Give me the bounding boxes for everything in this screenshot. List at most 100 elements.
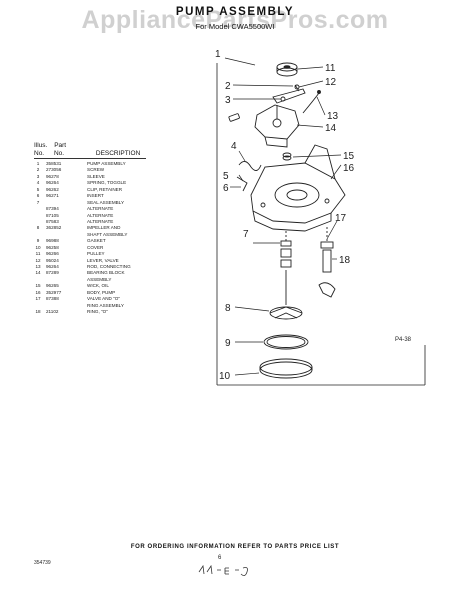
description-cell: BODY, PUMP (87, 289, 116, 295)
description-cell: PUMP ASSEMBLY (87, 161, 126, 166)
pulley-part (276, 62, 298, 77)
table-row: 18 21102 RING, "O" (34, 309, 184, 315)
description-cell: WICK, OIL (87, 283, 109, 289)
header-part: Part (54, 142, 67, 149)
part-no-cell: 273056 (46, 167, 62, 173)
part-no-cell: 87105 (46, 212, 59, 218)
lever-part (272, 88, 306, 104)
description-cell: GASKET (87, 238, 106, 244)
table-row: 87394 ALTERNATE (34, 206, 184, 212)
callout-13: 13 (327, 111, 339, 122)
callout-7: 7 (243, 229, 249, 240)
part-no-cell: 96258 (46, 244, 59, 250)
pump-exploded-diagram: 1 2 3 4 5 7 8 9 10 11 12 13 14 15 16 17 … (215, 49, 426, 386)
illus-no-cell: 17 (35, 296, 41, 302)
table-row: RING ASSEMBLY (34, 303, 184, 309)
corner-code: 354739 (34, 560, 51, 566)
illus-no-cell: 16 (35, 289, 41, 295)
callout-11: 11 (325, 63, 336, 74)
header-description: DESCRIPTION (95, 150, 141, 157)
header-no-1: No. (34, 150, 45, 157)
description-cell: ALTERNATE (87, 218, 114, 224)
callout-1: 1 (215, 49, 221, 60)
part-no-cell: 96278 (46, 173, 59, 179)
ordering-footer: FOR ORDERING INFORMATION REFER TO PARTS … (130, 544, 340, 550)
clip-retainer-part (236, 176, 248, 192)
description-cell: LEVER, VALVE (87, 257, 119, 263)
table-row: 10 96258 COVER (34, 245, 184, 251)
oil-wick-part (282, 152, 292, 161)
pump-body-part (250, 144, 346, 232)
cover-part (259, 358, 313, 379)
part-no-cell: 96264 (46, 264, 59, 269)
description-cell: BEARING BLOCK (87, 270, 125, 276)
callout-12: 12 (325, 77, 337, 88)
callout-4: 4 (231, 141, 237, 152)
illus-no-cell: 9 (36, 238, 40, 244)
part-no-cell: 87583 (46, 218, 59, 224)
callout-14: 14 (325, 123, 337, 134)
part-no-cell: 21102 (46, 309, 59, 315)
valve-assembly-part (318, 227, 336, 298)
callout-16: 16 (343, 163, 355, 174)
part-no-cell: 362852 (46, 225, 62, 231)
sleeve-part (228, 113, 240, 122)
description-cell: RING, "O" (87, 309, 108, 315)
callout-5: 5 (223, 171, 229, 182)
part-no-cell: 87394 (46, 206, 59, 212)
seal-assembly-part (280, 231, 292, 268)
callout-2: 2 (225, 81, 231, 92)
connecting-rod-part (302, 90, 321, 114)
illus-no-cell: 1 (36, 161, 40, 166)
table-row: 87583 ALTERNATE (34, 219, 184, 225)
illus-no-cell: 2 (36, 167, 40, 173)
description-cell: ASSEMBLY (87, 276, 112, 282)
part-no-cell: 87388 (46, 296, 59, 302)
part-no-cell: 95024 (46, 257, 59, 263)
description-cell: RING ASSEMBLY (87, 302, 124, 308)
description-cell: SPRING, TOGGLE (87, 180, 127, 186)
illus-no-cell: 11 (35, 251, 41, 257)
part-no-cell: 87289 (46, 270, 59, 276)
callout-18: 18 (339, 255, 351, 266)
table-row: 14 87289 BEARING BLOCK (34, 270, 184, 276)
description-cell: SHAFT ASSEMBLY (87, 231, 128, 237)
header-rule (34, 158, 146, 159)
part-no-cell: 358531 (46, 161, 62, 166)
illus-no-cell: 15 (35, 283, 41, 289)
table-row: 1 358531 PUMP ASSEMBLY (34, 161, 184, 167)
illus-no-cell: 18 (35, 309, 41, 315)
description-cell: ALTERNATE (87, 206, 114, 212)
description-cell: INSERT (87, 193, 104, 199)
part-no-cell: 96264 (46, 180, 59, 186)
description-cell: SCREW (87, 167, 105, 173)
description-cell: COVER (87, 244, 104, 250)
callout-3: 3 (225, 95, 231, 106)
illus-no-cell: 14 (35, 270, 41, 276)
table-row: SHAFT ASSEMBLY (34, 232, 184, 238)
part-no-cell: 96265 (46, 283, 59, 289)
illus-no-cell: 6 (36, 193, 40, 199)
callout-17: 17 (335, 213, 347, 224)
illus-no-cell: 10 (35, 244, 41, 250)
description-cell: CLIP, RETAINER (87, 186, 123, 192)
diagram-code: P4-38 (395, 337, 412, 343)
table-row: 2 273056 SCREW (34, 167, 184, 173)
table-row: 15 96265 WICK, OIL (34, 283, 184, 289)
table-header-top: Illus. Part (34, 142, 66, 149)
watermark: AppliancePartsPros.com (81, 6, 389, 34)
bearing-block-part (254, 104, 300, 148)
part-no-cell: 96988 (46, 238, 59, 244)
